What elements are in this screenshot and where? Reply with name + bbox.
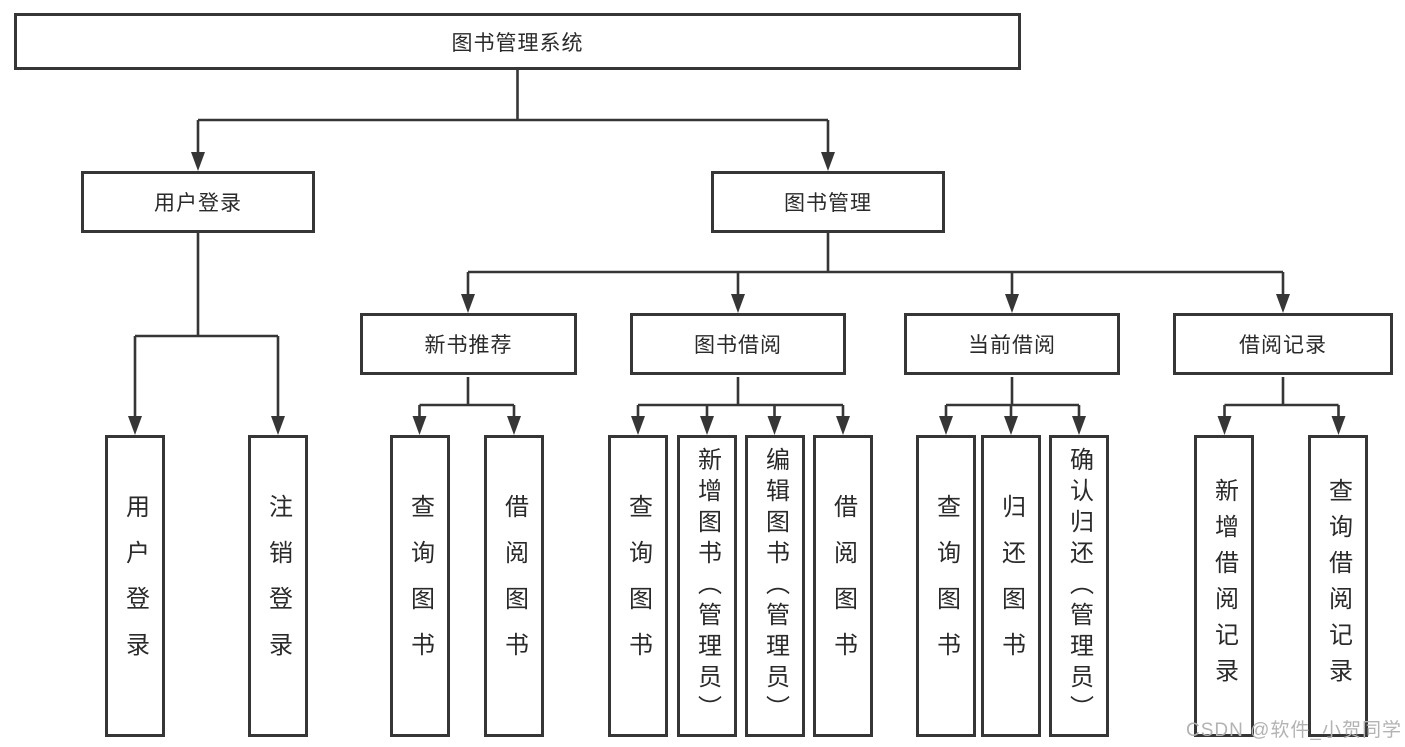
leaf-query-borrow-record: 查询借阅记录 (1308, 435, 1368, 737)
leaf-edit-books-admin: 编辑图书（管理员） (745, 435, 805, 737)
leaf-confirm-return-admin: 确认归还（管理员） (1049, 435, 1109, 737)
leaf-user-login: 用户登录 (105, 435, 165, 737)
node-borrow-records: 借阅记录 (1173, 313, 1393, 375)
leaf-borrow-query-books: 查询图书 (608, 435, 668, 737)
leaf-return-books: 归还图书 (981, 435, 1041, 737)
leaf-logout: 注销登录 (248, 435, 308, 737)
leaf-add-borrow-record: 新增借阅记录 (1194, 435, 1254, 737)
node-root-library-system: 图书管理系统 (14, 13, 1021, 70)
leaf-recommend-borrow-books: 借阅图书 (484, 435, 544, 737)
node-book-management: 图书管理 (711, 171, 945, 233)
leaf-borrow-books: 借阅图书 (813, 435, 873, 737)
node-new-book-recommend: 新书推荐 (360, 313, 577, 375)
node-book-borrow: 图书借阅 (630, 313, 846, 375)
leaf-current-query-books: 查询图书 (916, 435, 976, 737)
node-user-login: 用户登录 (81, 171, 315, 233)
csdn-watermark: CSDN @软件_小贺同学 (1186, 720, 1402, 741)
leaf-add-books-admin: 新增图书（管理员） (677, 435, 737, 737)
node-current-borrow: 当前借阅 (904, 313, 1120, 375)
arrowheads (128, 152, 1346, 435)
leaf-recommend-query-books: 查询图书 (390, 435, 450, 737)
